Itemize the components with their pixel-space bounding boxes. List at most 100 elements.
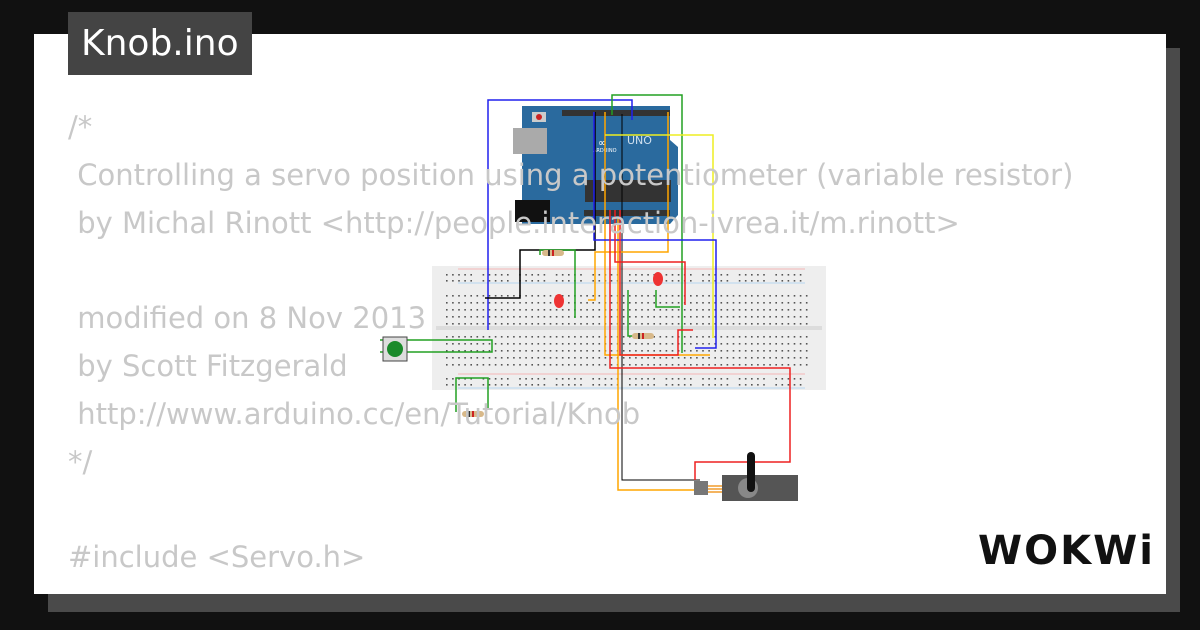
breadboard-hole [805,302,808,304]
breadboard-hole [665,364,668,366]
breadboard-hole [671,323,674,325]
breadboard-hole [543,378,546,380]
breadboard-hole [671,357,674,359]
breadboard-hole [726,357,729,359]
breadboard-hole [610,357,613,359]
breadboard-hole [470,384,472,386]
breadboard-hole [604,364,607,366]
breadboard-hole [580,302,582,304]
breadboard-hole [482,364,485,366]
breadboard-hole [500,336,503,338]
breadboard-hole [799,378,802,380]
breadboard-hole [610,343,613,345]
breadboard-hole [598,384,601,386]
led-red [554,294,564,308]
breadboard-hole [507,316,509,318]
breadboard-hole [549,309,552,311]
breadboard-hole [519,323,521,325]
breadboard-hole [702,274,704,276]
breadboard-hole [488,357,491,359]
breadboard-hole [751,280,753,282]
breadboard-hole [525,384,527,386]
breadboard-hole [610,364,613,366]
breadboard-hole [744,357,747,359]
breadboard-hole [482,357,485,359]
breadboard-hole [787,316,790,318]
breadboard-hole [635,357,637,359]
breadboard-hole [635,302,637,304]
breadboard-hole [732,364,735,366]
breadboard-hole [763,343,765,345]
breadboard-hole [531,364,533,366]
breadboard-hole [787,336,790,338]
breadboard-hole [769,364,771,366]
breadboard-hole [452,274,454,276]
breadboard-hole [763,384,765,386]
breadboard-hole [598,274,601,276]
breadboard-hole [744,274,747,276]
breadboard-hole [482,336,485,338]
breadboard-hole [446,336,448,338]
breadboard-hole [543,309,546,311]
breadboard-hole [464,350,466,352]
breadboard-hole [452,323,454,325]
breadboard-hole [690,343,692,345]
breadboard-hole [568,378,570,380]
breadboard-hole [488,302,491,304]
breadboard-hole [446,384,448,386]
breadboard-hole [458,316,460,318]
breadboard-hole [446,316,448,318]
breadboard-hole [744,350,747,352]
breadboard-hole [464,357,466,359]
breadboard-hole [763,364,765,366]
breadboard-hole [738,350,741,352]
breadboard-hole [708,323,710,325]
breadboard-hole [696,316,698,318]
breadboard-hole [568,295,570,297]
breadboard-hole [464,378,466,380]
breadboard-hole [525,316,527,318]
breadboard-hole [464,274,466,276]
breadboard-hole [683,316,686,318]
breadboard-hole [470,357,472,359]
breadboard-hole [629,295,631,297]
breadboard-hole [781,302,784,304]
breadboard-hole [513,357,515,359]
breadboard-hole [690,280,692,282]
breadboard-hole [610,336,613,338]
breadboard-hole [622,364,625,366]
breadboard-hole [513,364,515,366]
breadboard-hole [653,295,655,297]
breadboard-hole [708,384,710,386]
breadboard-hole [665,280,668,282]
breadboard-hole [574,357,576,359]
breadboard-hole [561,309,564,311]
breadboard-hole [580,280,582,282]
breadboard-hole [738,280,741,282]
breadboard-hole [525,350,527,352]
breadboard-hole [561,378,564,380]
breadboard-hole [531,280,533,282]
breadboard-hole [561,350,564,352]
breadboard-hole [464,323,466,325]
breadboard-hole [476,364,479,366]
breadboard-hole [720,274,723,276]
breadboard-hole [482,316,485,318]
breadboard-hole [659,336,662,338]
breadboard-hole [726,302,729,304]
breadboard-hole [464,309,466,311]
breadboard-hole [446,323,448,325]
breadboard-hole [494,336,497,338]
breadboard-hole [635,350,637,352]
breadboard-hole [610,274,613,276]
breadboard-hole [549,302,552,304]
breadboard-hole [470,323,472,325]
breadboard-hole [592,280,594,282]
breadboard-hole [543,343,546,345]
breadboard-hole [525,302,527,304]
breadboard-hole [525,336,527,338]
breadboard-hole [598,378,601,380]
breadboard-hole [549,295,552,297]
breadboard-hole [714,357,716,359]
breadboard-hole [494,378,497,380]
